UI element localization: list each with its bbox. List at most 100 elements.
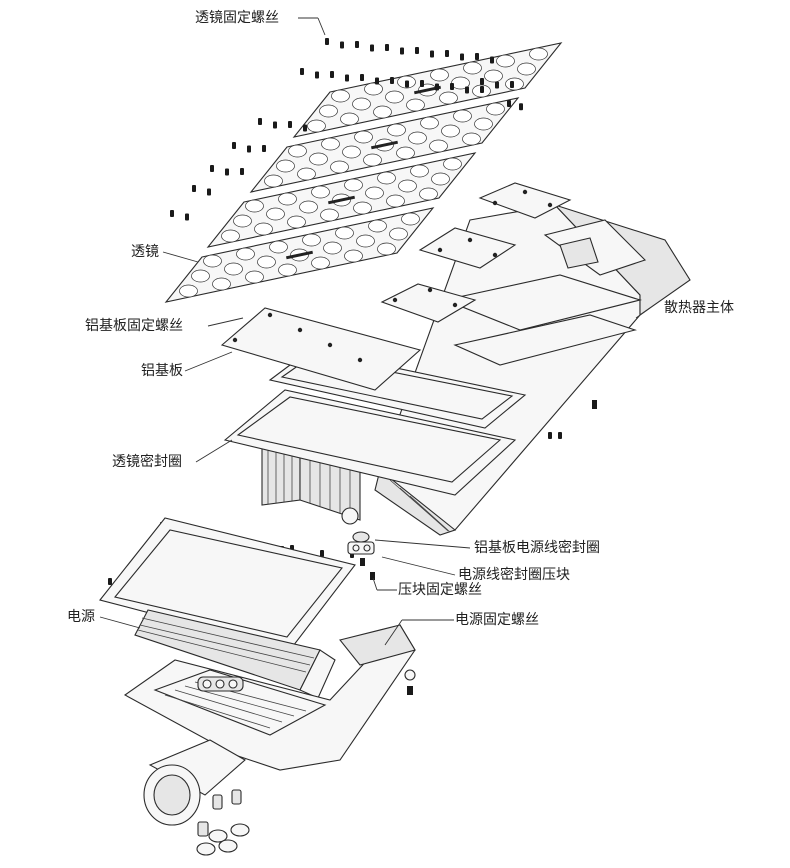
screw <box>465 86 469 94</box>
label-pcb: 铝基板 <box>141 363 183 379</box>
screw <box>420 80 424 87</box>
screw <box>303 124 307 132</box>
lens-cell <box>377 242 396 256</box>
lens-cell <box>179 284 198 298</box>
lens-cell <box>398 179 417 193</box>
lens-cell <box>319 104 338 118</box>
lens-cell <box>340 112 359 126</box>
screw <box>258 118 262 125</box>
pcb-hole <box>297 327 303 333</box>
lens-cell <box>191 269 210 283</box>
screw <box>192 185 196 192</box>
screw <box>185 213 189 221</box>
screw <box>460 53 464 61</box>
screw <box>360 74 364 81</box>
screw <box>232 142 236 149</box>
lens-cell <box>331 89 350 103</box>
pcb-hole <box>427 287 433 293</box>
screw <box>445 50 449 57</box>
screw <box>405 80 409 88</box>
screw <box>300 68 304 75</box>
lens-cell <box>431 172 450 186</box>
lens-cell <box>245 199 264 213</box>
lens-cell <box>387 123 406 137</box>
lens-cell <box>356 234 375 248</box>
lens-cell <box>354 130 373 144</box>
lens-cell <box>463 61 482 75</box>
lens-cell <box>254 222 273 236</box>
screw <box>548 432 552 439</box>
lens-cell <box>410 164 429 178</box>
lens-cell <box>453 109 472 123</box>
lens-cell <box>311 185 330 199</box>
aluminum-pcbs <box>220 182 572 391</box>
screw <box>370 44 374 52</box>
lens-cell <box>302 233 321 247</box>
lens-cell <box>430 68 449 82</box>
lens-slot <box>370 140 399 150</box>
label-heatsink: 散热器主体 <box>664 300 734 316</box>
lens-cell <box>321 137 340 151</box>
pcb-hole <box>452 302 458 308</box>
screw <box>390 77 394 84</box>
label-power-screws: 电源固定螺丝 <box>455 612 539 628</box>
lens-cell <box>344 249 363 263</box>
screw <box>558 432 562 439</box>
cable-seal-parts <box>347 531 375 580</box>
screw <box>480 78 484 85</box>
lens-cell <box>474 117 493 131</box>
lens-cell <box>401 212 420 226</box>
screw <box>475 53 479 60</box>
screw <box>108 578 112 585</box>
lens-cell <box>335 226 354 240</box>
lens-cell <box>269 240 288 254</box>
lens-cell <box>439 91 458 105</box>
lens-cell <box>389 227 408 241</box>
power-supply-cover <box>99 517 356 651</box>
pcb-hole <box>437 247 443 253</box>
screw <box>480 86 484 93</box>
screw <box>519 103 523 111</box>
screw <box>330 71 334 78</box>
lens-cell <box>311 256 330 270</box>
screw <box>210 165 214 172</box>
screw <box>345 74 349 82</box>
lens-cell <box>363 153 382 167</box>
label-lens: 透镜 <box>131 244 159 260</box>
screw <box>325 38 329 45</box>
lens-module <box>249 97 520 193</box>
lens-slot <box>327 195 356 205</box>
lens-cell <box>297 167 316 181</box>
lens-cell <box>443 157 462 171</box>
lens-cell <box>288 144 307 158</box>
lens-module <box>164 207 435 303</box>
screw <box>435 83 439 91</box>
screw <box>400 47 404 55</box>
screw <box>430 50 434 58</box>
lens-module <box>206 152 477 248</box>
lens-cell <box>352 97 371 111</box>
lens-cell <box>486 102 505 116</box>
lens-cell <box>212 277 231 291</box>
screw <box>510 81 514 88</box>
lens-cell <box>203 254 222 268</box>
screw <box>385 44 389 51</box>
lens-cell <box>496 54 515 68</box>
lens-cell <box>420 116 439 130</box>
lens-cell <box>287 215 306 229</box>
lens-cell <box>344 178 363 192</box>
pcb-hole <box>327 342 333 348</box>
lens-cell <box>309 152 328 166</box>
lens-cell <box>257 255 276 269</box>
lens-cell <box>278 192 297 206</box>
screw <box>340 41 344 49</box>
power-supply-driver <box>134 609 336 699</box>
pcb-hole <box>492 200 498 206</box>
screw <box>262 145 266 152</box>
pcb-hole <box>492 252 498 258</box>
label-pcb-screws: 铝基板固定螺丝 <box>85 318 183 334</box>
screw <box>315 71 319 79</box>
screw <box>247 145 251 153</box>
